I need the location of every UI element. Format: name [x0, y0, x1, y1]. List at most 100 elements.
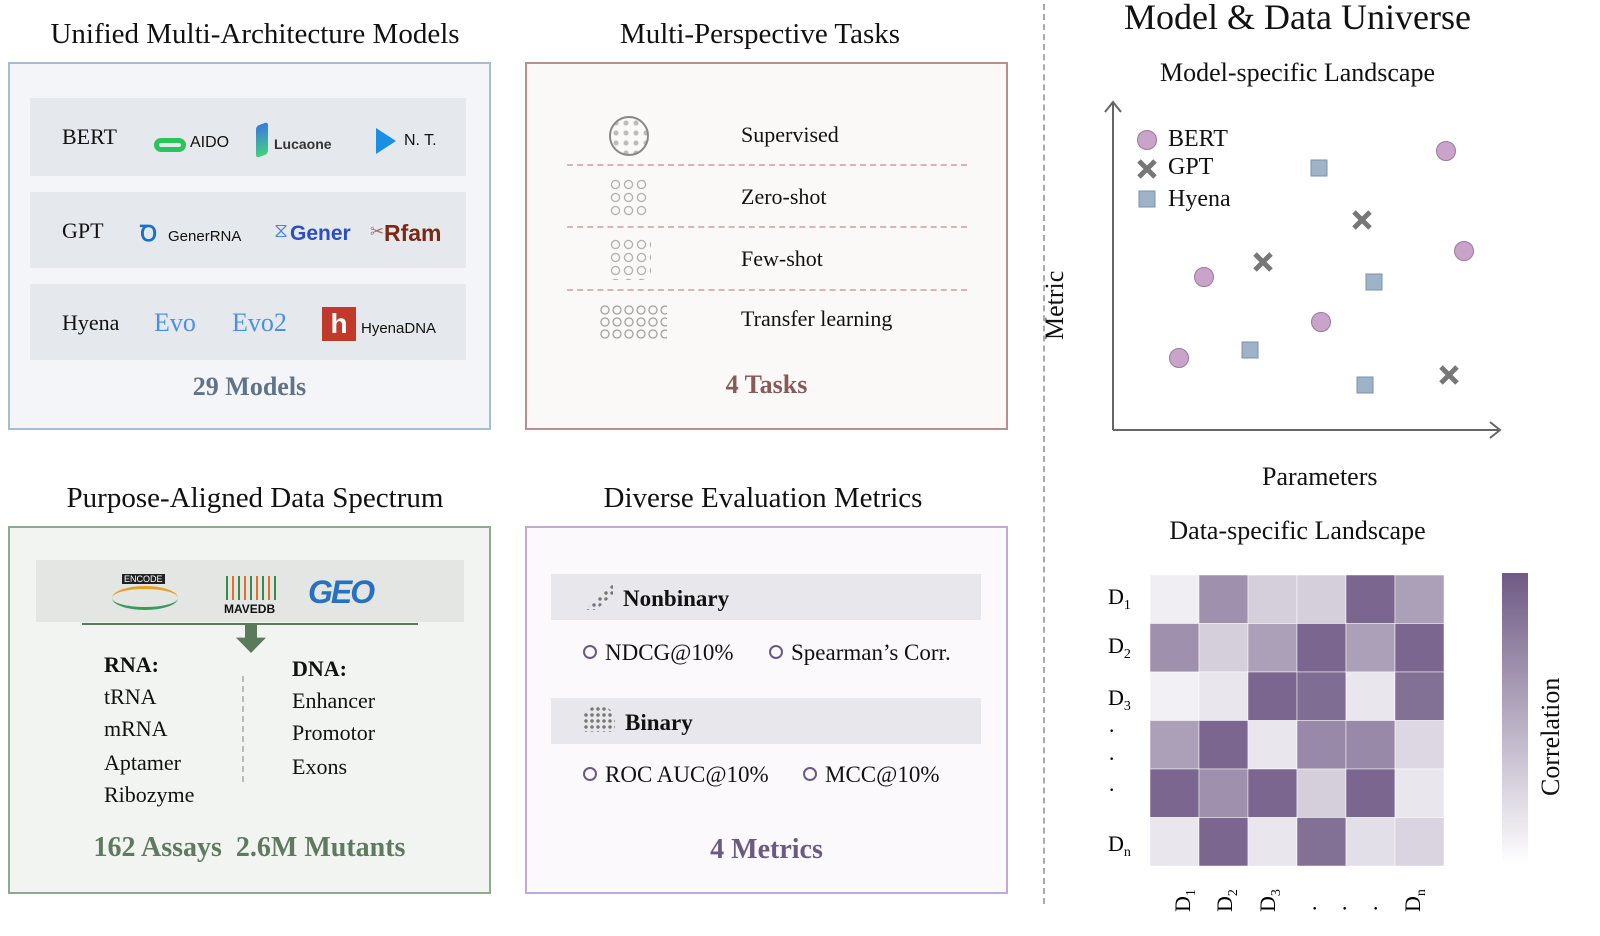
logo-label: Rfam: [384, 220, 442, 246]
col-label: D3: [1255, 889, 1284, 912]
data-title: Purpose-Aligned Data Spectrum: [66, 482, 444, 514]
gpt-point: [1352, 210, 1372, 230]
rna-item: Aptamer: [104, 750, 181, 775]
heatmap-cell: [1394, 574, 1445, 624]
heatmap-cell: [1149, 574, 1200, 624]
zero-shot-icon: [609, 178, 649, 218]
axes: [1104, 100, 1502, 439]
bert-point: [1137, 130, 1157, 150]
scatter-icon: [585, 584, 613, 610]
gpt-point: [1253, 252, 1273, 272]
source-label: GEO: [308, 574, 375, 610]
heatmap-cell: [1247, 671, 1298, 721]
encode-dna-icon: [112, 586, 178, 610]
generrna-logo-icon: Ꝺ: [140, 221, 158, 246]
mavedb-dna-icon: [226, 576, 280, 600]
gener-dna-icon: ⧖: [274, 220, 289, 242]
logo-label: Lucaone: [274, 136, 332, 152]
y-axis-label: Metric: [1040, 270, 1069, 340]
binary-header: Binary: [551, 698, 981, 744]
heatmap-cell: [1198, 623, 1249, 673]
down-arrow-icon: [236, 625, 266, 653]
arch-label: BERT: [62, 124, 117, 149]
divider: [567, 164, 967, 166]
data-panel: ENCODE MAVEDB GEO RNA: tRNA mRNA Aptamer…: [8, 526, 491, 894]
heatmap-cell: [1394, 768, 1445, 818]
few-shot-icon: [609, 238, 651, 280]
bert-row: BERT AIDO Lucaone N. T.: [30, 98, 466, 176]
metric-label: NDCG@10%: [605, 640, 734, 665]
bert-point: [1169, 348, 1189, 368]
section-divider: [1043, 4, 1045, 904]
gpt-point: [1137, 159, 1157, 179]
logo-label: Evo2: [232, 308, 287, 337]
arch-label: Hyena: [62, 310, 120, 335]
divider: [567, 226, 967, 228]
row-label: ·: [1108, 777, 1115, 802]
task-label: Supervised: [741, 122, 839, 147]
heatmap-cell: [1198, 817, 1249, 867]
metric-option: NDCG@10%: [583, 640, 734, 666]
logo-label: Gener: [290, 222, 351, 245]
heatmap-cell: [1149, 671, 1200, 721]
heatmap-cell: [1247, 623, 1298, 673]
col-label: Dn: [1400, 889, 1429, 912]
heatmap-cell: [1198, 768, 1249, 818]
metric-option: ROC AUC@10%: [583, 762, 769, 788]
universe-title: Model & Data Universe: [1124, 0, 1471, 37]
models-panel: BERT AIDO Lucaone N. T. GPT Ꝺ GenerRNA ⧖…: [8, 62, 491, 430]
logo-label: GenerRNA: [168, 228, 242, 245]
row-label: Dn: [1108, 831, 1131, 860]
hyena-row: Hyena Evo Evo2 h HyenaDNA: [30, 284, 466, 360]
group-label: Binary: [625, 710, 693, 735]
heatmap-cell: [1247, 720, 1298, 770]
hyena-point: [1138, 190, 1156, 208]
heatmap-cell: [1296, 720, 1347, 770]
hyena-point: [1365, 273, 1383, 291]
heatmap-cell: [1296, 623, 1347, 673]
heatmap-cell: [1247, 574, 1298, 624]
divider: [82, 623, 418, 625]
heatmap-cell: [1296, 671, 1347, 721]
row-label: ·: [1108, 718, 1115, 743]
circle-bullet-icon: [769, 645, 783, 659]
models-title: Unified Multi-Architecture Models: [50, 18, 460, 50]
group-label: Nonbinary: [623, 586, 730, 611]
heatmap-cell: [1296, 574, 1347, 624]
legend-hyena: Hyena: [1168, 186, 1231, 212]
col-label: D2: [1212, 889, 1241, 912]
circle-bullet-icon: [583, 767, 597, 781]
hyenadna-logo-icon: h: [322, 307, 356, 341]
divider: [242, 676, 244, 782]
circle-bullet-icon: [583, 645, 597, 659]
gpt-point: [1439, 365, 1459, 385]
nonbinary-header: Nonbinary: [551, 574, 981, 620]
metric-option: MCC@10%: [803, 762, 939, 788]
rna-item: mRNA: [104, 716, 168, 741]
heatmap-cell: [1394, 623, 1445, 673]
heatmap-cell: [1247, 768, 1298, 818]
heatmap-cell: [1296, 768, 1347, 818]
dna-item: Exons: [292, 754, 347, 779]
gpt-row: GPT Ꝺ GenerRNA ⧖ Gener ✂ Rfam: [30, 192, 466, 268]
aido-logo-icon: [154, 138, 186, 152]
heatmap-cell: [1149, 720, 1200, 770]
heatmap-cell: [1345, 574, 1396, 624]
heatmap-cell: [1198, 671, 1249, 721]
arch-label: GPT: [62, 218, 104, 243]
task-label: Transfer learning: [741, 306, 893, 331]
source-label: ENCODE: [122, 574, 165, 584]
heatmap-cell: [1345, 768, 1396, 818]
metrics-panel: Nonbinary NDCG@10% Spearman’s Corr. Bina…: [525, 526, 1008, 894]
scatter-curve-icon: [583, 706, 615, 732]
legend-bert: BERT: [1168, 126, 1228, 152]
bert-point: [1454, 241, 1474, 261]
model-landscape-title: Model-specific Landscape: [1159, 58, 1436, 87]
task-label: Few-shot: [741, 246, 823, 271]
model-scatter: [1104, 100, 1502, 439]
heatmap-cell: [1345, 720, 1396, 770]
legend-gpt: GPT: [1168, 154, 1214, 180]
row-label: D1: [1108, 584, 1131, 613]
row-label: ·: [1108, 746, 1115, 771]
